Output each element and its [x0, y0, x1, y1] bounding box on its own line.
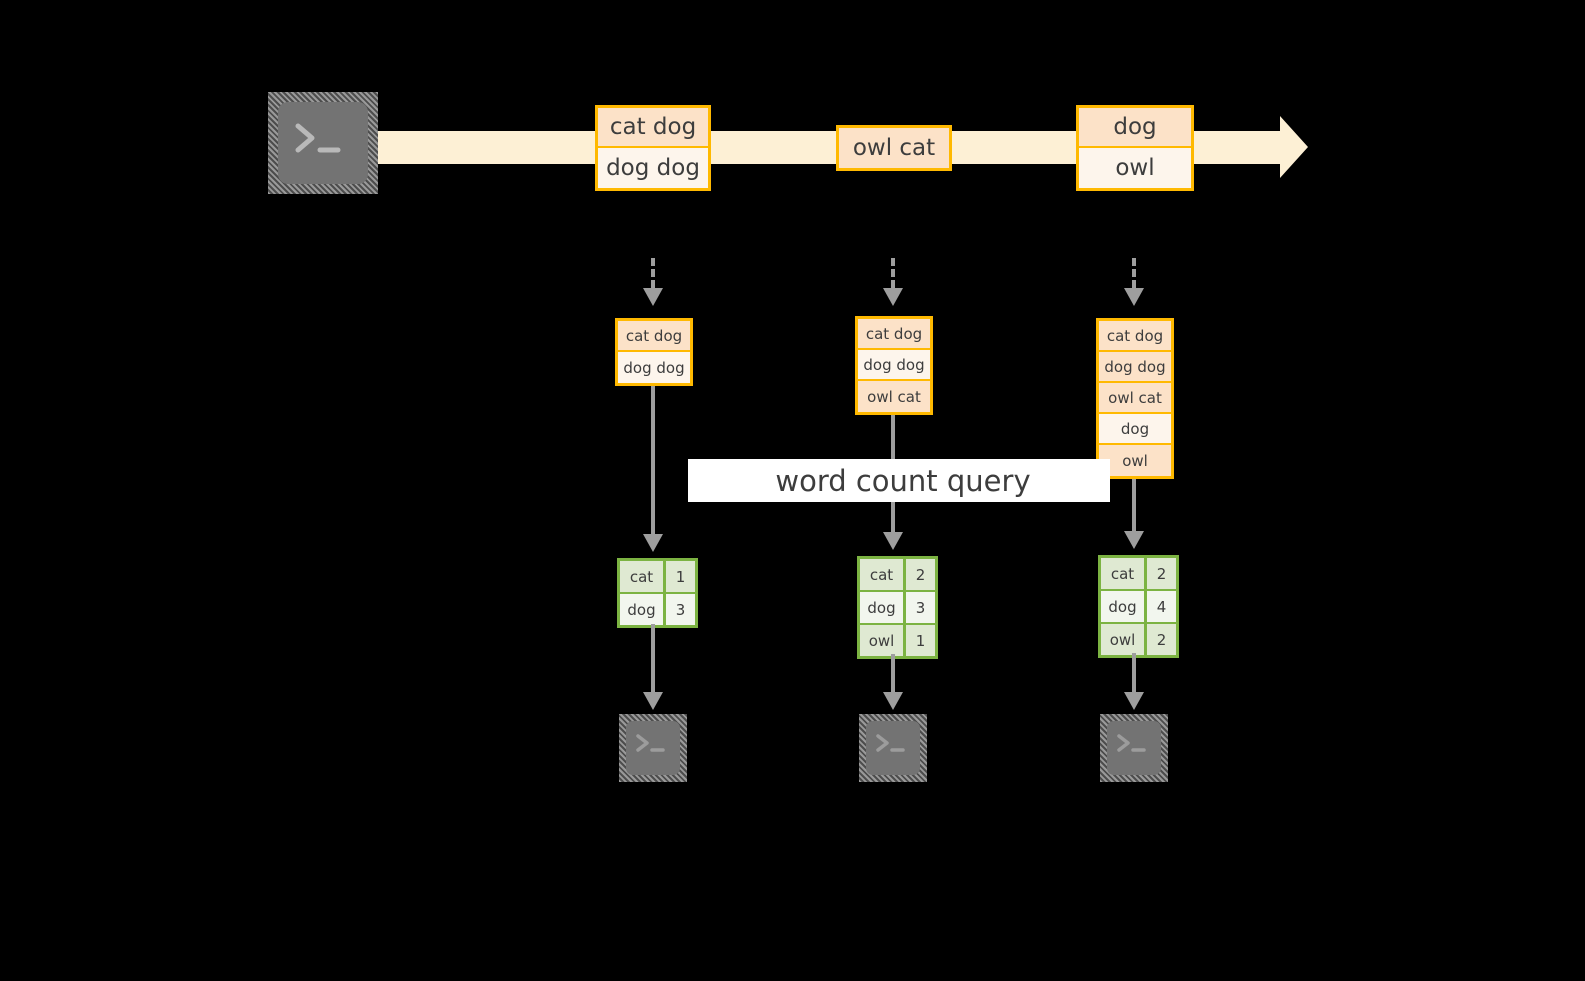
stream-record-line: dog [1079, 108, 1191, 148]
stream-record[interactable]: cat dog dog dog [595, 105, 711, 191]
table-row: dog 3 [620, 594, 695, 625]
stream-record-line: owl [1079, 148, 1191, 188]
snapshot-input-line: dog dog [618, 352, 690, 383]
table-row: cat 2 [860, 559, 935, 592]
table-cell-word: owl [860, 625, 906, 656]
terminal-body [1107, 721, 1161, 775]
snapshot-input-line: cat dog [1099, 321, 1171, 352]
snapshot-feed-arrow-icon [643, 288, 663, 306]
snapshot-input-line: owl cat [858, 381, 930, 412]
sink-connector-line [651, 624, 655, 692]
snapshot-input-stack[interactable]: cat dog dog dog [615, 318, 693, 386]
snapshot-feed-arrow-icon [883, 288, 903, 306]
sink-connector-arrow-icon [883, 692, 903, 710]
sink-connector-line [1132, 653, 1136, 692]
table-cell-count: 1 [666, 561, 695, 592]
query-connector-line [651, 386, 655, 534]
table-cell-count: 2 [906, 559, 935, 590]
snapshot-feed-line [891, 258, 895, 288]
snapshot-input-line: cat dog [858, 319, 930, 350]
terminal-body [278, 102, 368, 184]
table-cell-word: cat [860, 559, 906, 590]
stream-record[interactable]: owl cat [836, 125, 952, 171]
terminal-prompt-icon [1117, 734, 1146, 752]
snapshot-result-table[interactable]: cat 2 dog 3 owl 1 [857, 556, 938, 659]
snapshot-input-line: cat dog [618, 321, 690, 352]
table-cell-word: owl [1101, 624, 1147, 655]
snapshot-result-table[interactable]: cat 1 dog 3 [617, 558, 698, 628]
query-connector-arrow-icon [643, 534, 663, 552]
table-row: cat 2 [1101, 558, 1176, 591]
snapshot-feed-line [1132, 258, 1136, 288]
snapshot-input-line: owl cat [1099, 383, 1171, 414]
query-banner: word count query [688, 459, 1110, 502]
stream-record-line: dog dog [598, 148, 708, 188]
table-row: owl 1 [860, 625, 935, 656]
terminal-prompt-icon [636, 734, 665, 752]
snapshot-input-line: dog dog [1099, 352, 1171, 383]
table-cell-word: dog [1101, 591, 1147, 622]
sink-connector-arrow-icon [1124, 692, 1144, 710]
stream-record-line: owl cat [839, 128, 949, 168]
stream-record-line: cat dog [598, 108, 708, 148]
sink-connector-arrow-icon [643, 692, 663, 710]
stream-arrowhead [1280, 116, 1308, 178]
table-cell-count: 2 [1147, 624, 1176, 655]
table-cell-count: 1 [906, 625, 935, 656]
table-row: owl 2 [1101, 624, 1176, 655]
snapshot-input-line: owl [1099, 445, 1171, 476]
stream-source-terminal-icon[interactable] [268, 92, 378, 194]
terminal-body [866, 721, 920, 775]
table-cell-word: dog [620, 594, 666, 625]
terminal-prompt-icon [876, 734, 905, 752]
snapshot-input-line: dog dog [858, 350, 930, 381]
snapshot-result-table[interactable]: cat 2 dog 4 owl 2 [1098, 555, 1179, 658]
table-row: dog 3 [860, 592, 935, 625]
snapshot-sink-terminal-icon[interactable] [619, 714, 687, 782]
query-connector-arrow-icon [883, 532, 903, 550]
snapshot-feed-line [651, 258, 655, 288]
stream-record[interactable]: dog owl [1076, 105, 1194, 191]
table-cell-word: cat [620, 561, 666, 592]
table-row: cat 1 [620, 561, 695, 594]
query-connector-arrow-icon [1124, 531, 1144, 549]
snapshot-input-line: dog [1099, 414, 1171, 445]
table-cell-count: 3 [666, 594, 695, 625]
table-cell-word: dog [860, 592, 906, 623]
table-row: dog 4 [1101, 591, 1176, 624]
table-cell-count: 4 [1147, 591, 1176, 622]
snapshot-input-stack[interactable]: cat dog dog dog owl cat [855, 316, 933, 415]
table-cell-word: cat [1101, 558, 1147, 589]
snapshot-sink-terminal-icon[interactable] [859, 714, 927, 782]
query-connector-line [1132, 479, 1136, 531]
snapshot-feed-arrow-icon [1124, 288, 1144, 306]
snapshot-sink-terminal-icon[interactable] [1100, 714, 1168, 782]
terminal-prompt-icon [295, 123, 341, 153]
terminal-body [626, 721, 680, 775]
snapshot-input-stack[interactable]: cat dog dog dog owl cat dog owl [1096, 318, 1174, 479]
table-cell-count: 3 [906, 592, 935, 623]
sink-connector-line [891, 654, 895, 692]
table-cell-count: 2 [1147, 558, 1176, 589]
query-banner-label: word count query [775, 463, 1031, 498]
